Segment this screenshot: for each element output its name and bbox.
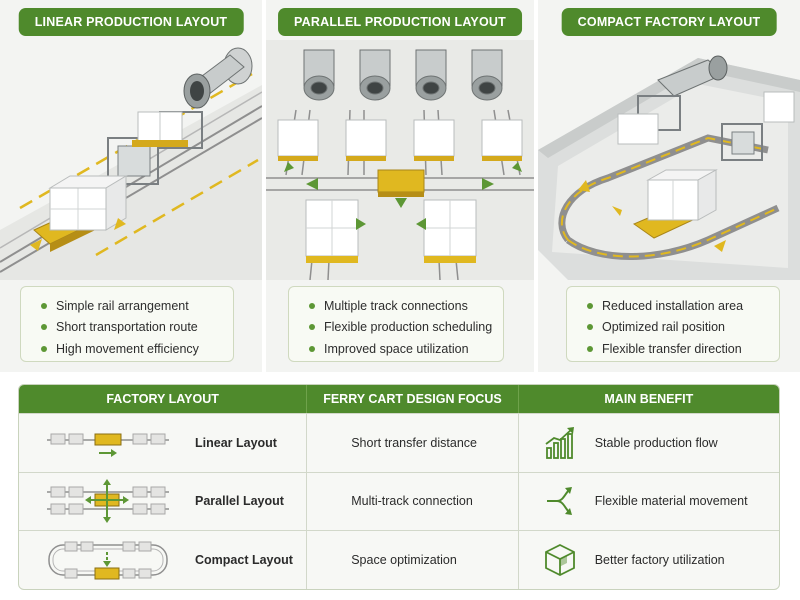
- list-item: Optimized rail position: [587, 317, 779, 339]
- list-item: Multiple track connections: [309, 295, 503, 317]
- table-row: Compact Layout Space optimization Better…: [19, 530, 779, 589]
- focus-cell: Space optimization: [306, 531, 518, 589]
- parallel-layout-icon: [47, 479, 169, 524]
- list-item: High movement efficiency: [41, 338, 233, 360]
- bullet-dot-icon: [41, 345, 47, 352]
- focus-cell: Multi-track connection: [306, 472, 518, 531]
- bullet-dot-icon: [309, 324, 315, 331]
- feature-list: Multiple track connections Flexible prod…: [288, 286, 504, 362]
- list-item: Simple rail arrangement: [41, 295, 233, 317]
- list-item: Flexible production scheduling: [309, 317, 503, 339]
- column-header: FERRY CART DESIGN FOCUS: [306, 385, 517, 413]
- bullet-dot-icon: [309, 345, 315, 352]
- linear-layout-illustration: [0, 47, 262, 280]
- feature-list: Simple rail arrangement Short transporta…: [20, 286, 234, 362]
- benefit-cell: Better factory utilization: [517, 531, 779, 589]
- layout-cell: Parallel Layout: [19, 473, 306, 531]
- compact-layout-panel: COMPACT FACTORY LAYOUT Reduced installat…: [538, 0, 800, 372]
- benefit-cell: Stable production flow: [517, 414, 779, 472]
- growth-chart-icon: [545, 426, 574, 459]
- column-header: FACTORY LAYOUT: [106, 392, 219, 406]
- benefit-cell: Flexible material movement: [517, 472, 779, 531]
- layout-cell: Linear Layout: [19, 414, 306, 472]
- panel-title: PARALLEL PRODUCTION LAYOUT: [278, 8, 522, 36]
- panel-title: COMPACT FACTORY LAYOUT: [561, 8, 777, 36]
- parallel-layout-illustration: [266, 40, 534, 280]
- compact-layout-icon: [48, 541, 168, 580]
- bullet-dot-icon: [309, 302, 315, 309]
- list-item: Short transportation route: [41, 317, 233, 339]
- linear-layout-panel: LINEAR PRODUCTION LAYOUT Simple rail arr…: [0, 0, 262, 372]
- cube-icon: [544, 543, 575, 576]
- bullet-dot-icon: [41, 324, 47, 331]
- list-item: Improved space utilization: [309, 338, 503, 360]
- panel-title: LINEAR PRODUCTION LAYOUT: [18, 8, 244, 36]
- bullet-dot-icon: [587, 302, 593, 309]
- parallel-layout-panel: PARALLEL PRODUCTION LAYOUT Multiple trac…: [266, 0, 534, 372]
- list-item: Flexible transfer direction: [587, 338, 779, 360]
- list-item: Reduced installation area: [587, 295, 779, 317]
- feature-list: Reduced installation area Optimized rail…: [566, 286, 780, 362]
- layout-cell: Compact Layout: [19, 531, 306, 589]
- bullet-dot-icon: [41, 302, 47, 309]
- layout-name: Linear Layout: [195, 435, 277, 450]
- table-header: FACTORY LAYOUT FERRY CART DESIGN FOCUS M…: [19, 385, 779, 413]
- compact-layout-illustration: [538, 55, 800, 280]
- focus-cell: Short transfer distance: [306, 414, 518, 472]
- column-header: MAIN BENEFIT: [517, 385, 779, 413]
- table-row: Parallel Layout Multi-track connection F…: [19, 471, 779, 531]
- layout-comparison-table: FACTORY LAYOUT FERRY CART DESIGN FOCUS M…: [18, 384, 780, 590]
- layout-name: Compact Layout: [195, 552, 293, 567]
- layout-name: Parallel Layout: [195, 494, 284, 509]
- linear-layout-icon: [47, 433, 169, 457]
- branching-arrows-icon: [546, 487, 572, 516]
- table-row: Linear Layout Short transfer distance St…: [19, 413, 779, 472]
- bullet-dot-icon: [587, 324, 593, 331]
- bullet-dot-icon: [587, 345, 593, 352]
